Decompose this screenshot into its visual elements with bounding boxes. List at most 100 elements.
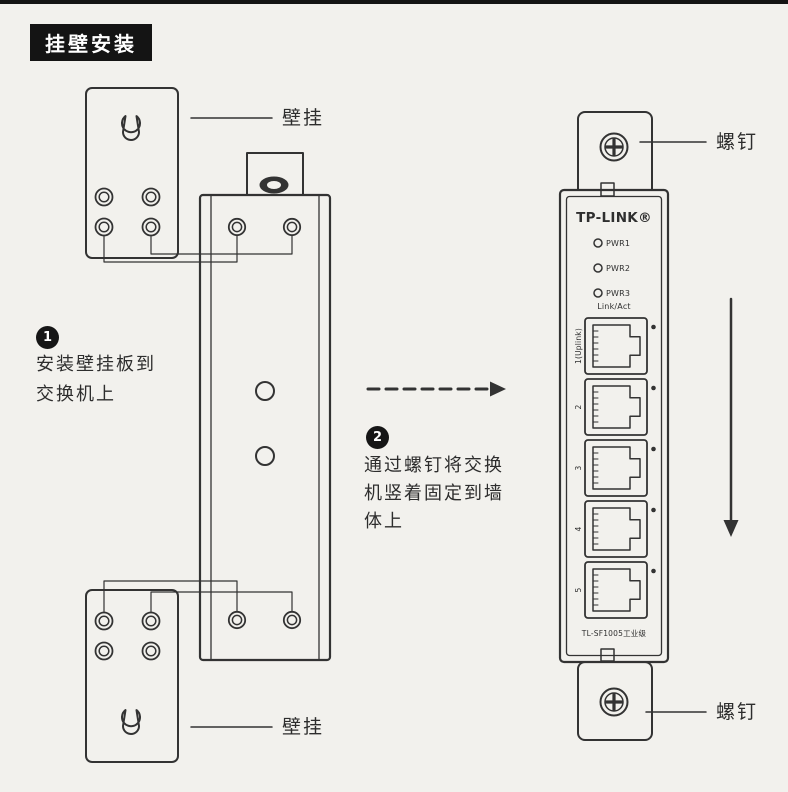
screw-hole bbox=[141, 641, 161, 661]
led-pwr2-icon bbox=[593, 263, 603, 273]
link-act-label: Link/Act bbox=[597, 302, 631, 311]
mount-hole bbox=[282, 217, 302, 237]
mount-hole bbox=[227, 610, 247, 630]
screw-icon bbox=[599, 687, 629, 717]
rj45-port bbox=[584, 500, 648, 558]
led-pwr3-icon bbox=[593, 288, 603, 298]
led-label-pwr3: PWR3 bbox=[606, 289, 630, 298]
screw-hole bbox=[94, 611, 114, 631]
top-border-bar bbox=[0, 0, 788, 4]
port-led-dot bbox=[651, 385, 656, 391]
step-1-line-2: 交换机上 bbox=[36, 384, 116, 405]
rj45-jack-icon bbox=[592, 568, 641, 612]
rj45-pins bbox=[592, 391, 599, 423]
step-1-text: 安装壁挂板到 交换机上 bbox=[36, 350, 156, 410]
rj45-pins bbox=[592, 330, 599, 362]
led-label-pwr2: PWR2 bbox=[606, 264, 630, 273]
port-led-dot bbox=[651, 446, 656, 452]
mount-hole-inner bbox=[231, 614, 243, 626]
screw-hole-inner bbox=[98, 191, 110, 203]
mount-hole bbox=[282, 610, 302, 630]
brand-logo: TP-LINK® bbox=[576, 210, 652, 226]
rj45-port bbox=[584, 317, 648, 375]
screw-icon bbox=[599, 132, 629, 162]
port-label-5: 5 bbox=[574, 587, 583, 592]
rj45-jack-icon bbox=[592, 507, 641, 551]
down-arrow bbox=[723, 297, 739, 537]
port-label-1: 1(Uplink) bbox=[574, 328, 583, 364]
bracket-tab bbox=[600, 182, 615, 197]
led-pwr1-icon bbox=[593, 238, 603, 248]
arrow-head-icon bbox=[723, 520, 739, 537]
port-label-3: 3 bbox=[574, 465, 583, 470]
switch-body bbox=[198, 193, 332, 662]
port-led-dot bbox=[651, 324, 656, 330]
step-2-line-1: 通过螺钉将交换 bbox=[364, 455, 504, 476]
vent-hole bbox=[255, 446, 275, 466]
step-1-line-1: 安装壁挂板到 bbox=[36, 354, 156, 375]
switch-side-view bbox=[198, 152, 332, 662]
rj45-pins bbox=[592, 452, 599, 484]
screw-hole bbox=[94, 641, 114, 661]
screw-hole bbox=[141, 611, 161, 631]
screw-hole-inner bbox=[98, 615, 110, 627]
screw-label-top: 螺钉 bbox=[716, 131, 759, 153]
rj45-pins bbox=[592, 513, 599, 545]
rj45-port bbox=[584, 378, 648, 436]
screw-hole-inner bbox=[145, 645, 157, 657]
keyhole-icon bbox=[121, 709, 141, 735]
mount-plate-top bbox=[577, 111, 653, 197]
port-led-dot bbox=[651, 507, 656, 513]
step-2-line-3: 体上 bbox=[364, 511, 404, 532]
assembly-guide-lines bbox=[103, 235, 293, 613]
step-2-marker: 2 bbox=[366, 426, 389, 449]
rj45-jack-icon bbox=[592, 446, 641, 490]
title-badge: 挂壁安装 bbox=[30, 24, 152, 61]
model-label: TL-SF1005工业级 bbox=[581, 628, 647, 638]
bracket-tab bbox=[600, 648, 615, 662]
guide-line bbox=[103, 580, 238, 613]
mount-hole bbox=[227, 217, 247, 237]
screw-hole-inner bbox=[145, 615, 157, 627]
wall-mount-label-top: 壁挂 bbox=[282, 107, 325, 129]
port-led-dot bbox=[651, 568, 656, 574]
mount-hole-inner bbox=[286, 221, 298, 233]
bracket-plate bbox=[85, 87, 179, 259]
port-label-2: 2 bbox=[574, 404, 583, 409]
screw-hole-inner bbox=[145, 221, 157, 233]
screw-label-bottom: 螺钉 bbox=[716, 701, 759, 723]
mount-hole-inner bbox=[286, 614, 298, 626]
screw-hole bbox=[94, 217, 114, 237]
step-2-line-2: 机竖着固定到墙 bbox=[364, 483, 504, 504]
screw-hole bbox=[94, 187, 114, 207]
port-label-4: 4 bbox=[574, 526, 583, 531]
switch-front-view: TP-LINK® PWR1 PWR2 PWR3 Link/Act 1(Uplin… bbox=[558, 182, 670, 664]
step-1-marker: 1 bbox=[36, 326, 59, 349]
bracket-plate bbox=[85, 589, 179, 763]
screw-hole-inner bbox=[145, 191, 157, 203]
led-label-pwr1: PWR1 bbox=[606, 239, 630, 248]
mount-hole-inner bbox=[231, 221, 243, 233]
rj45-port bbox=[584, 439, 648, 497]
vent-hole bbox=[255, 381, 275, 401]
screw-hole-inner bbox=[98, 221, 110, 233]
guide-line bbox=[103, 235, 238, 263]
screw-hole bbox=[141, 187, 161, 207]
grounding-lug-hole bbox=[267, 181, 281, 189]
wall-mount-label-bottom: 壁挂 bbox=[282, 716, 325, 738]
rj45-jack-icon bbox=[592, 324, 641, 368]
rj45-port bbox=[584, 561, 648, 619]
rj45-pins bbox=[592, 574, 599, 606]
rj45-jack-icon bbox=[592, 385, 641, 429]
guide-line bbox=[150, 235, 293, 255]
wall-bracket-bottom bbox=[85, 589, 179, 763]
guide-line bbox=[150, 591, 293, 613]
arrow-head-icon bbox=[490, 381, 506, 397]
mount-plate-bottom bbox=[577, 661, 653, 741]
dashed-arrow bbox=[366, 381, 506, 397]
wall-bracket-top bbox=[85, 87, 179, 259]
screw-hole bbox=[141, 217, 161, 237]
screw-hole-inner bbox=[98, 645, 110, 657]
